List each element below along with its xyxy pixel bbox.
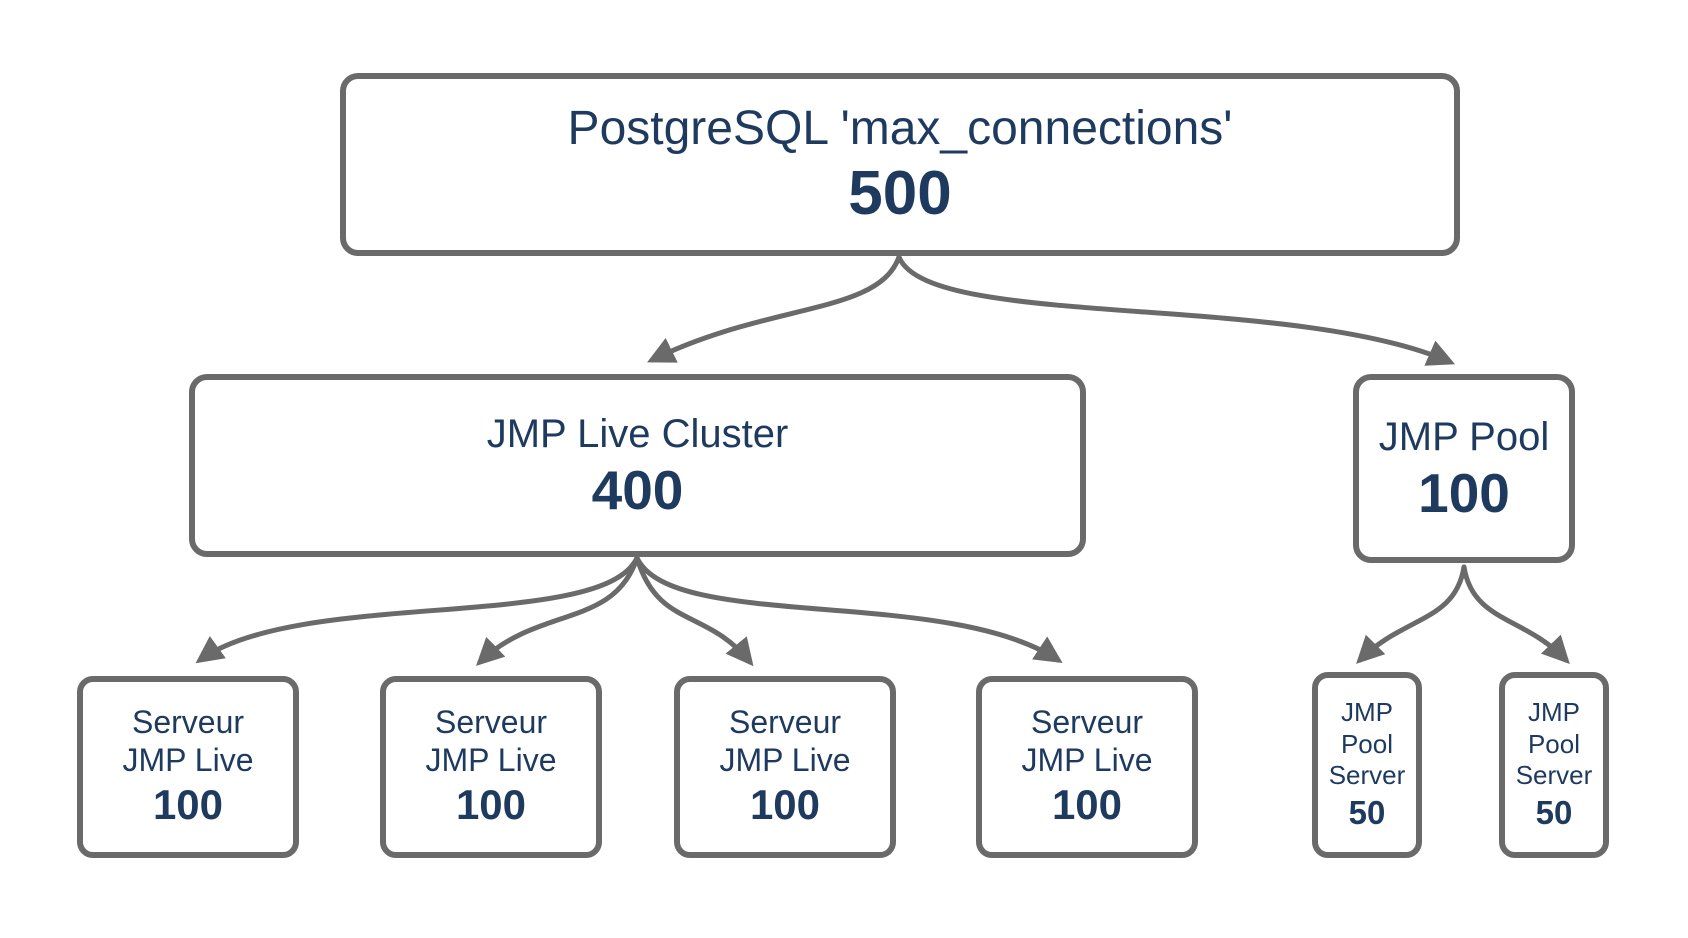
node-label: Serveur JMP Live [1021,704,1153,778]
node-serveur-jmp-live-2: Serveur JMP Live 100 [380,676,602,858]
node-value: 100 [749,780,821,828]
node-value: 50 [1535,793,1573,831]
node-label: JMP Pool Server [1515,696,1593,791]
node-jmp-pool-server-1: JMP Pool Server 50 [1312,672,1422,858]
edge-cluster-live-server-3 [634,555,754,667]
node-serveur-jmp-live-3: Serveur JMP Live 100 [674,676,896,858]
node-value: 100 [1051,780,1123,828]
node-label: Serveur JMP Live [425,704,557,778]
node-label: JMP Pool [1378,414,1550,459]
node-value: 100 [455,780,527,828]
edge-pool-pool-server-2 [1461,564,1570,664]
node-label: Serveur JMP Live [122,704,254,778]
node-value: 50 [1348,793,1386,831]
node-value: 500 [848,158,952,228]
edge-root-pool [896,254,1456,366]
node-serveur-jmp-live-4: Serveur JMP Live 100 [976,676,1198,858]
node-label: JMP Live Cluster [486,411,789,456]
node-value: 400 [591,458,684,521]
node-label: PostgreSQL 'max_connections' [567,102,1233,156]
node-serveur-jmp-live-1: Serveur JMP Live 100 [77,676,299,858]
node-label: Serveur JMP Live [719,704,851,778]
edge-root-cluster [647,254,902,363]
node-jmp-pool: JMP Pool 100 [1353,374,1575,563]
node-value: 100 [152,780,224,828]
node-value: 100 [1418,461,1510,524]
edge-cluster-live-server-4 [634,555,1063,664]
node-jmp-live-cluster: JMP Live Cluster 400 [189,374,1086,557]
node-label: JMP Pool Server [1328,696,1406,791]
edge-cluster-live-server-2 [476,555,640,666]
edge-pool-pool-server-1 [1356,564,1467,664]
node-jmp-pool-server-2: JMP Pool Server 50 [1499,672,1609,858]
edge-cluster-live-server-1 [195,555,640,664]
node-postgresql-max-connections: PostgreSQL 'max_connections' 500 [340,73,1460,256]
